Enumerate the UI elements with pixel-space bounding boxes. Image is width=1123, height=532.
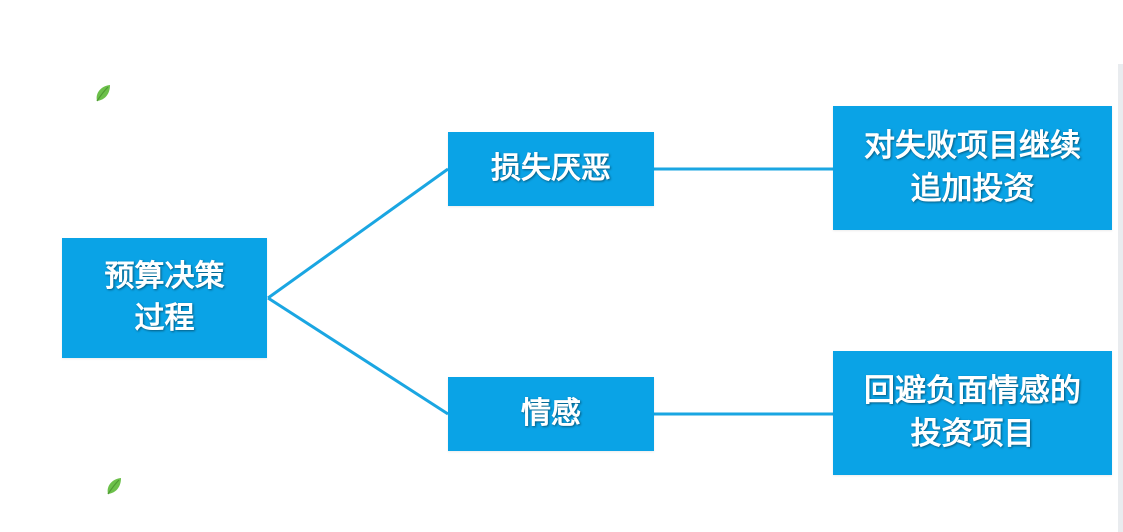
root-node-label: 预算决策过程 bbox=[104, 259, 225, 336]
branch-node-label: 损失厌恶 bbox=[491, 151, 611, 186]
outcome-node-avoid-negative: 回避负面情感的投资项目 bbox=[833, 351, 1112, 475]
side-panel-edge bbox=[1118, 64, 1123, 532]
leaf-icon bbox=[107, 478, 121, 495]
connector-root-to-emotion bbox=[267, 296, 449, 416]
branch-node-loss-aversion: 损失厌恶 bbox=[448, 132, 654, 206]
connector-root-to-loss-aversion bbox=[267, 167, 449, 300]
root-node: 预算决策过程 bbox=[62, 238, 267, 358]
outcome-node-continue-investment: 对失败项目继续追加投资 bbox=[833, 106, 1112, 230]
leaf-icon bbox=[96, 85, 110, 102]
branch-node-emotion: 情感 bbox=[448, 377, 654, 451]
branch-node-label: 情感 bbox=[521, 396, 581, 431]
outcome-node-label: 对失败项目继续追加投资 bbox=[864, 127, 1081, 207]
outcome-node-label: 回避负面情感的投资项目 bbox=[864, 372, 1081, 452]
